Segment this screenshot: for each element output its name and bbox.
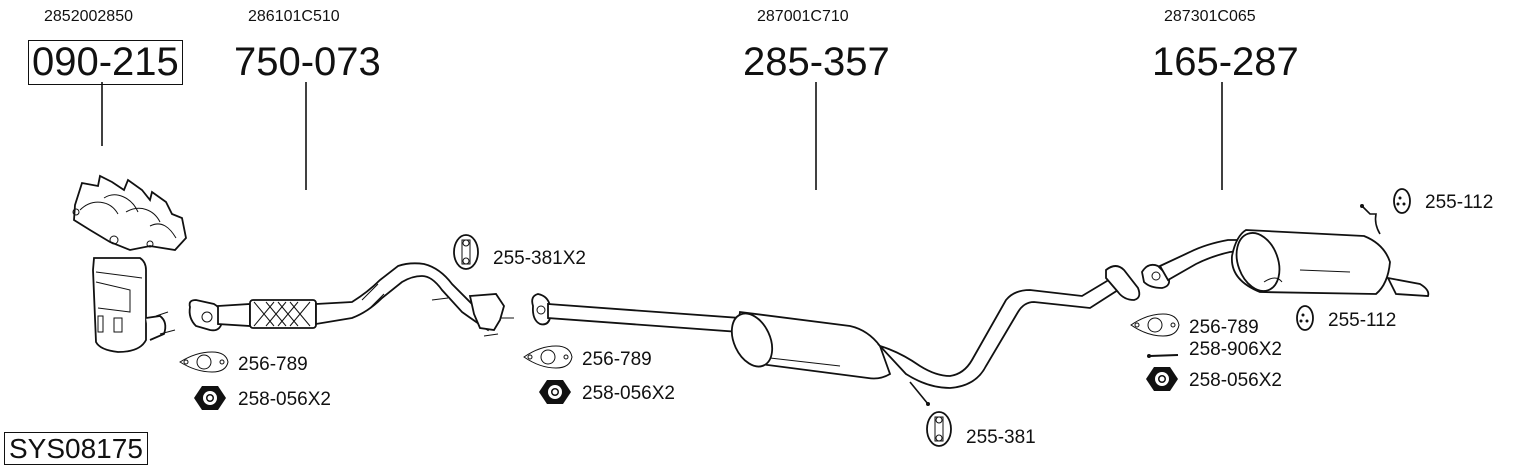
accessory-label-gasket[interactable]: 256-789 <box>582 349 652 370</box>
accessory-label-hanger[interactable]: 255-381X2 <box>493 248 586 269</box>
part-number-catalyst[interactable]: 090-215 <box>28 40 183 85</box>
middle-silencer-drawing[interactable] <box>531 265 1141 406</box>
accessory-label-rubber-ring[interactable]: 255-112 <box>1328 310 1397 331</box>
accessory-label-bolt[interactable]: 258-906X2 <box>1189 339 1282 360</box>
oe-number-rear-silencer: 287301C065 <box>1164 8 1256 25</box>
accessory-label-gasket[interactable]: 256-789 <box>1189 317 1259 338</box>
rear-silencer-drawing[interactable] <box>1141 204 1430 297</box>
accessory-label-nut[interactable]: 258-056X2 <box>1189 370 1282 391</box>
part-number-rear-silencer[interactable]: 165-287 <box>1152 40 1299 84</box>
oe-number-front-pipe: 286101C510 <box>248 8 340 25</box>
manifold-catalyst-drawing[interactable] <box>72 174 187 353</box>
oe-number-catalyst: 2852002850 <box>44 8 133 25</box>
oe-number-middle-silencer: 287001C710 <box>757 8 849 25</box>
accessory-label-hanger[interactable]: 255-381 <box>966 427 1036 448</box>
part-number-front-pipe[interactable]: 750-073 <box>234 40 381 84</box>
accessory-label-rubber-ring[interactable]: 255-112 <box>1425 192 1494 213</box>
part-number-middle-silencer[interactable]: 285-357 <box>743 40 890 84</box>
accessory-label-nut[interactable]: 258-056X2 <box>238 389 331 410</box>
front-pipe-drawing[interactable] <box>188 262 514 337</box>
accessory-label-nut[interactable]: 258-056X2 <box>582 383 675 404</box>
system-code: SYS08175 <box>4 432 148 466</box>
accessory-label-gasket[interactable]: 256-789 <box>238 354 308 375</box>
